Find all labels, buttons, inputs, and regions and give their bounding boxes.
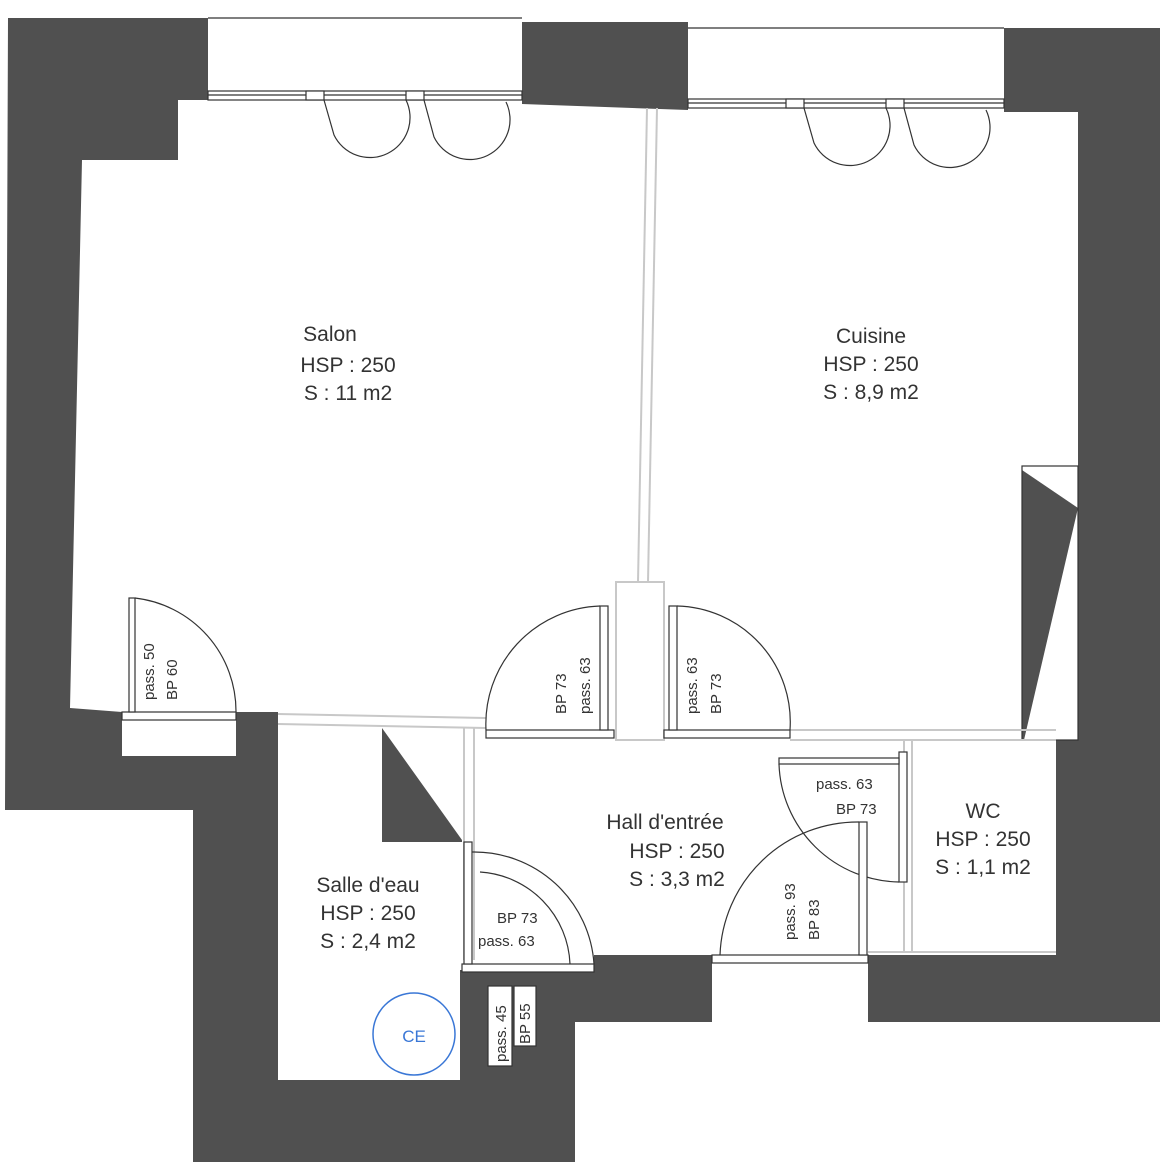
door-wc-pass: pass. 63: [816, 776, 873, 793]
salon-surface: S : 11 m2: [304, 382, 392, 405]
cuisine-surface: S : 8,9 m2: [823, 381, 919, 404]
door-cuisine-hall-bp: BP 73: [708, 673, 725, 714]
wc-name: WC: [966, 800, 1001, 823]
ce-label: CE: [402, 1027, 426, 1046]
door-small-pass: pass. 45: [493, 1005, 510, 1062]
door-salon-left-bp: BP 60: [164, 659, 181, 700]
salle-eau-surface: S : 2,4 m2: [320, 930, 416, 953]
wc-hsp: HSP : 250: [935, 828, 1030, 851]
salon-name: Salon: [303, 323, 357, 346]
door-salle-eau-bp: BP 73: [497, 910, 538, 927]
hall-hsp: HSP : 250: [629, 840, 724, 863]
door-salon-hall-bp: BP 73: [553, 673, 570, 714]
door-salon-hall[interactable]: [485, 605, 615, 739]
door-entry[interactable]: [711, 821, 869, 964]
cuisine-name: Cuisine: [836, 325, 906, 348]
ce-marker: [372, 992, 456, 1076]
door-entry-bp: BP 83: [806, 899, 823, 940]
wc-surface: S : 1,1 m2: [935, 856, 1031, 879]
cuisine-hsp: HSP : 250: [823, 353, 918, 376]
salle-eau-hsp: HSP : 250: [320, 902, 415, 925]
door-entry-pass: pass. 93: [782, 883, 799, 940]
door-small-bp: BP 55: [517, 1003, 534, 1044]
door-salle-eau[interactable]: [461, 841, 595, 973]
door-salon-left[interactable]: [121, 597, 237, 721]
hall-surface: S : 3,3 m2: [629, 868, 725, 891]
door-cuisine-hall-pass: pass. 63: [684, 657, 701, 714]
exterior-walls: [5, 18, 1160, 1162]
door-salon-left-pass: pass. 50: [141, 643, 158, 700]
door-salon-hall-pass: pass. 63: [577, 657, 594, 714]
salon-hsp: HSP : 250: [300, 354, 395, 377]
hall-name: Hall d'entrée: [606, 811, 723, 834]
door-wc[interactable]: [778, 751, 908, 883]
door-small[interactable]: [487, 985, 537, 1067]
door-cuisine-hall[interactable]: [663, 605, 791, 739]
windows: [207, 17, 1005, 169]
salle-eau-name: Salle d'eau: [316, 874, 419, 897]
door-salle-eau-pass: pass. 63: [478, 933, 535, 950]
door-wc-bp: BP 73: [836, 801, 877, 818]
